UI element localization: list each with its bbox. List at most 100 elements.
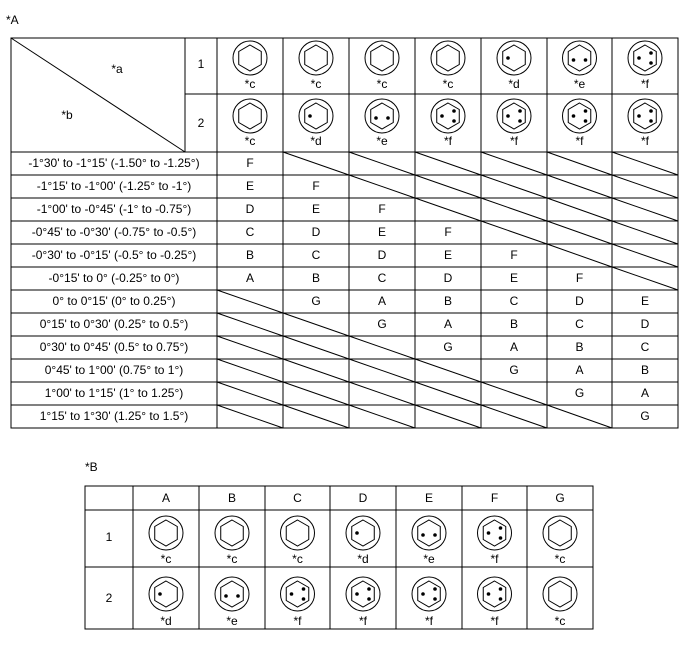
empty-cell-diagonal: [611, 151, 679, 176]
table-b-column-header: A: [161, 491, 170, 505]
icon-hexagon: [304, 44, 328, 72]
shim-letter-cell: C: [575, 317, 584, 331]
icon-dot: [486, 592, 491, 596]
icon-dot: [486, 531, 491, 535]
icon-dot: [452, 109, 456, 113]
row-angle-label: -1°30' to -1°15' (-1.50° to -1.25°): [28, 156, 200, 170]
header-diagonal: [10, 37, 186, 153]
empty-cell-diagonal: [414, 197, 482, 222]
table-b-icon-label: *f: [293, 614, 302, 628]
shim-letter-cell: D: [377, 248, 387, 262]
icon-hexagon: [502, 102, 526, 130]
table-b-row2-icon: [280, 576, 315, 612]
shim-letter-cell: F: [444, 225, 452, 239]
table-b-row-label-1: 1: [105, 530, 113, 544]
shim-letter-cell: B: [509, 317, 518, 331]
table-a-row2-icon: [496, 98, 532, 134]
icon-hexagon: [548, 580, 572, 608]
icon-circle: [496, 40, 532, 76]
empty-cell-diagonal: [348, 358, 416, 383]
empty-cell-diagonal: [546, 220, 613, 245]
icon-dot: [308, 114, 312, 118]
table-a-icon-label: *c: [376, 77, 388, 91]
empty-cell-diagonal: [348, 151, 416, 176]
empty-cell-diagonal: [414, 151, 482, 176]
icon-hexagon: [548, 519, 572, 547]
icon-dot: [158, 592, 162, 596]
empty-cell-diagonal: [480, 151, 548, 176]
shim-letter-cell: E: [311, 202, 320, 216]
table-a-icon-label: *c: [310, 77, 322, 91]
empty-cell-diagonal: [414, 381, 482, 406]
shim-letter-cell: F: [575, 271, 584, 285]
icon-circle: [298, 40, 334, 76]
table-b-icon-label: *f: [358, 614, 367, 628]
row-angle-label: 1°15' to 1°30' (1.25° to 1.5°): [39, 409, 189, 423]
icon-circle: [496, 98, 532, 134]
icon-circle: [364, 40, 400, 76]
empty-cell-diagonal: [348, 174, 416, 199]
row-angle-label: 1°00' to 1°15' (1° to 1.25°): [44, 386, 184, 400]
icon-circle: [280, 515, 315, 551]
icon-circle: [477, 576, 512, 612]
icon-hexagon: [482, 580, 507, 608]
empty-cell-diagonal: [546, 197, 613, 222]
icon-dot: [236, 594, 240, 598]
shim-letter-cell: B: [575, 340, 584, 354]
table-a-row2-icon: [364, 98, 400, 134]
table-a-icon-label: *f: [640, 77, 649, 91]
shim-letter-cell: D: [575, 294, 584, 308]
icon-hexagon: [502, 44, 526, 72]
empty-cell-diagonal: [414, 358, 482, 383]
icon-dot: [289, 592, 294, 596]
header-bottom-left-label: *b: [61, 108, 73, 122]
table-b-icon-label: *e: [226, 614, 238, 628]
table-b-icon-label: *e: [423, 552, 435, 566]
header-top-right-label: *a: [111, 62, 123, 76]
table-b-icon-label: *f: [424, 614, 433, 628]
table-b-row2-icon: [477, 576, 512, 612]
shim-letter-cell: A: [509, 340, 518, 354]
empty-cell-diagonal: [414, 174, 482, 199]
icon-circle: [411, 515, 447, 551]
table-b-row2-icon: [345, 576, 381, 612]
icon-circle: [298, 98, 334, 134]
icon-dot: [583, 109, 588, 113]
shim-letter-cell: E: [377, 225, 386, 239]
row-angle-label: -0°30' to -0°15' (-0.5° to -0.25°): [31, 248, 197, 262]
icon-circle: [345, 576, 381, 612]
table-b-icon-label: *c: [160, 552, 172, 566]
shim-letter-cell: C: [640, 340, 650, 354]
icon-dot: [518, 119, 522, 123]
shim-letter-cell: A: [640, 386, 649, 400]
empty-cell-diagonal: [216, 312, 284, 337]
icon-hexagon: [238, 102, 262, 130]
icon-hexagon: [154, 519, 178, 547]
icon-circle: [430, 98, 466, 134]
row-angle-label: -1°00' to -0°45' (-1° to -0.75°): [36, 202, 192, 216]
icon-hexagon: [238, 44, 262, 72]
row-angle-label: -0°15' to 0° (-0.25° to 0°): [48, 271, 180, 285]
table-b-row-label-2: 2: [105, 591, 113, 605]
empty-cell-diagonal: [216, 381, 284, 406]
icon-dot: [571, 114, 576, 118]
shim-letter-cell: E: [443, 248, 452, 262]
shim-letter-cell: E: [509, 271, 518, 285]
empty-cell-diagonal: [282, 335, 350, 360]
icon-dot: [583, 58, 588, 62]
table-a-row2-icon: [430, 98, 466, 134]
shim-letter-cell: G: [311, 294, 321, 308]
icon-hexagon: [436, 102, 460, 130]
empty-cell-diagonal: [282, 404, 350, 429]
table-b-column-header: C: [293, 491, 302, 505]
shim-letter-cell: C: [509, 294, 519, 308]
shim-letter-cell: G: [509, 363, 519, 377]
empty-cell-diagonal: [282, 312, 350, 337]
table-b-icon-label: *c: [554, 552, 566, 566]
shim-letter-cell: B: [443, 294, 452, 308]
empty-cell-diagonal: [546, 151, 613, 176]
icon-circle: [562, 40, 597, 76]
shim-letter-cell: A: [245, 271, 254, 285]
icon-hexagon: [633, 44, 657, 72]
icon-dot: [498, 597, 503, 601]
